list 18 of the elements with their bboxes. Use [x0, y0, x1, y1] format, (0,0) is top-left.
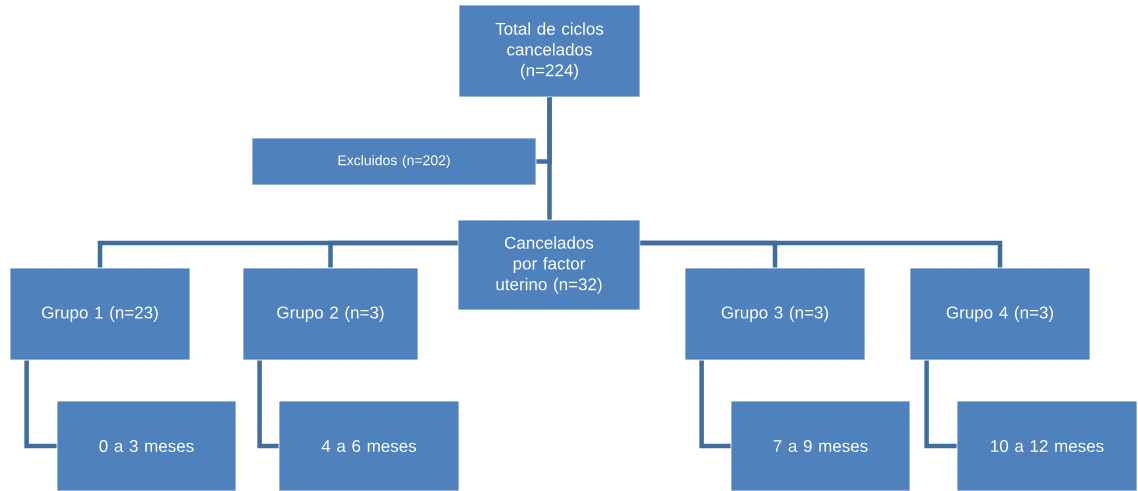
- process-box: Total de ciclos cancelados (n=224): [458, 4, 641, 98]
- connector-line: [699, 360, 731, 449]
- process-box: Grupo 4 (n=3): [909, 267, 1091, 361]
- connector-line: [640, 240, 1003, 268]
- connector-line: [257, 360, 279, 449]
- process-box: Cancelados por factor uterino (n=32): [457, 219, 641, 311]
- connector-line: [924, 360, 957, 449]
- process-box: 4 a 6 meses: [278, 400, 460, 491]
- process-box: Grupo 3 (n=3): [684, 267, 866, 361]
- process-box: 10 a 12 meses: [956, 400, 1138, 491]
- connector-line: [328, 240, 458, 268]
- process-box: Grupo 1 (n=23): [9, 267, 191, 361]
- process-box: Grupo 2 (n=3): [242, 267, 419, 361]
- connector-line: [24, 360, 57, 449]
- process-box: 7 a 9 meses: [730, 400, 911, 491]
- process-box: Excluidos (n=202): [251, 137, 537, 186]
- connector-line: [547, 97, 552, 220]
- process-box: 0 a 3 meses: [56, 400, 237, 491]
